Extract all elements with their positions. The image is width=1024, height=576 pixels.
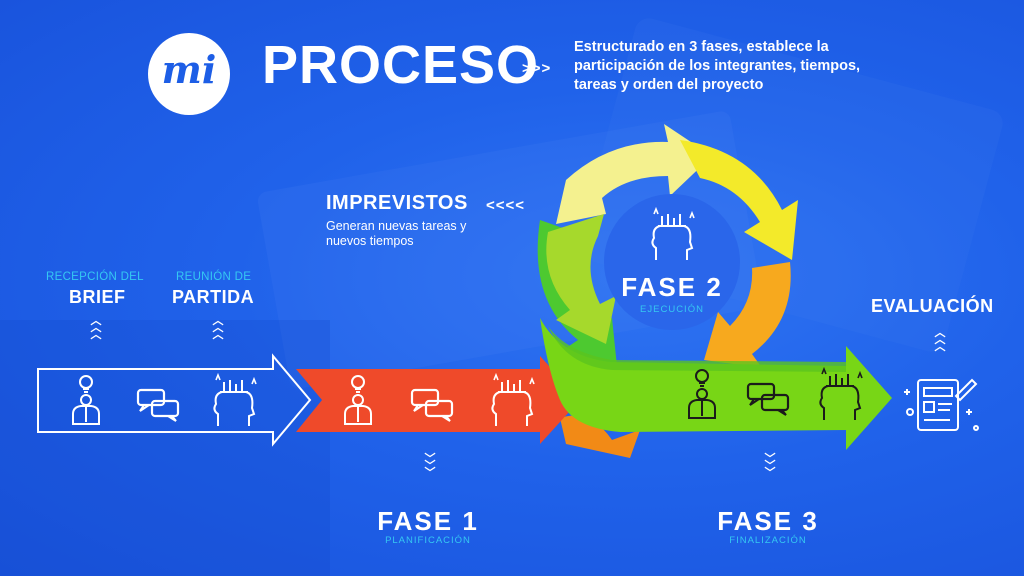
fase3-subtitle: FINALIZACIÓN (729, 535, 807, 546)
imprevistos-description: Generan nuevas tareas y nuevos tiempos (326, 219, 467, 248)
page-title: PROCESO (262, 35, 540, 95)
up-chevrons: ︿︿︿ (212, 315, 224, 341)
idea-person-icon (344, 375, 372, 425)
up-chevrons: ︿︿︿ (90, 315, 102, 341)
evaluation-document-icon (904, 378, 979, 431)
creative-head-icon (213, 374, 257, 427)
partida-title: PARTIDA (172, 287, 255, 307)
cycle-ring (537, 124, 798, 376)
cycle-segment-orange (704, 262, 791, 368)
left-chevrons: <<<< (486, 197, 526, 214)
fase2-title: FASE 2 (621, 272, 723, 302)
down-chevrons: ﹀﹀﹀ (764, 453, 776, 479)
chat-bubbles-icon (410, 388, 454, 423)
logo-text: mi (161, 47, 217, 92)
idea-person-icon (72, 375, 100, 425)
fase3-title: FASE 3 (717, 506, 819, 536)
right-chevrons: >>> (522, 60, 552, 77)
up-chevrons: ︿︿︿ (934, 327, 946, 353)
pre-phase-arrow (37, 353, 312, 447)
chat-bubbles-icon (746, 382, 790, 417)
orange-connector-arrow (560, 415, 640, 458)
process-description: Estructurado en 3 fases, establece la pa… (574, 39, 861, 93)
idea-person-icon (688, 369, 716, 419)
brand-logo: mi (148, 33, 230, 115)
evaluacion-title: EVALUACIÓN (871, 296, 994, 316)
fase2-subtitle: EJECUCIÓN (640, 304, 704, 315)
cycle-segment-yellow-green (546, 214, 616, 344)
creative-head-icon (819, 368, 863, 421)
fase1-title: FASE 1 (377, 506, 479, 536)
partida-subtitle: REUNIÓN DE (176, 271, 252, 283)
creative-head-icon (651, 208, 695, 261)
brief-title: BRIEF (69, 287, 126, 307)
cycle-center (604, 194, 740, 330)
brief-subtitle: RECEPCIÓN DEL (46, 271, 144, 283)
creative-head-icon (491, 374, 535, 427)
down-chevrons: ﹀﹀﹀ (424, 453, 436, 479)
cycle-segment-light-yellow (556, 124, 712, 224)
fase3-arrow (540, 318, 892, 450)
fase1-subtitle: PLANIFICACIÓN (385, 535, 471, 546)
chat-bubbles-icon (136, 388, 180, 423)
cycle-segment-yellow (680, 140, 798, 260)
imprevistos-title: IMPREVISTOS (326, 192, 468, 214)
